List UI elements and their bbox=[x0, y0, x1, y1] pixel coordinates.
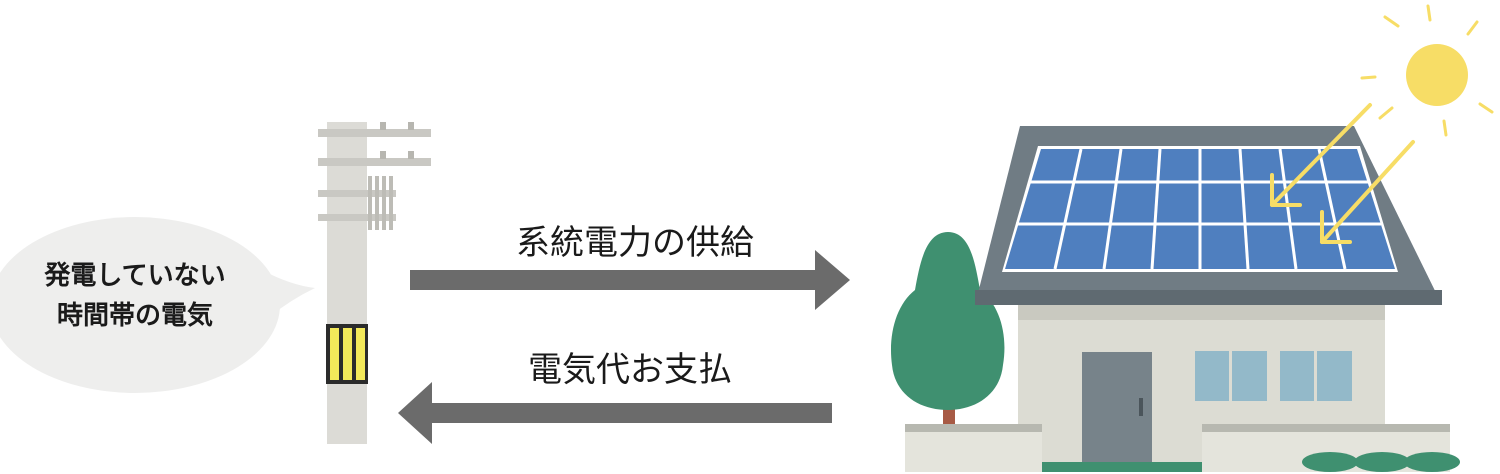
payment-label: 電気代お支払 bbox=[528, 350, 732, 390]
bubble-line-2: 時間帯の電気 bbox=[56, 301, 213, 331]
utility-pole-icon bbox=[318, 122, 431, 444]
solar-panel-icon bbox=[1002, 146, 1398, 272]
solar-house-icon bbox=[905, 126, 1460, 472]
sunlight-arrow-icon bbox=[1270, 103, 1415, 244]
bubble-text: 発電していない 時間帯の電気 bbox=[10, 256, 260, 336]
bubble-line-1: 発電していない bbox=[44, 261, 226, 291]
sun-icon bbox=[1360, 4, 1494, 137]
supply-arrow-icon bbox=[410, 250, 850, 310]
speech-bubble-icon bbox=[0, 217, 315, 393]
payment-arrow-icon bbox=[398, 382, 832, 444]
supply-label: 系統電力の供給 bbox=[516, 223, 754, 263]
